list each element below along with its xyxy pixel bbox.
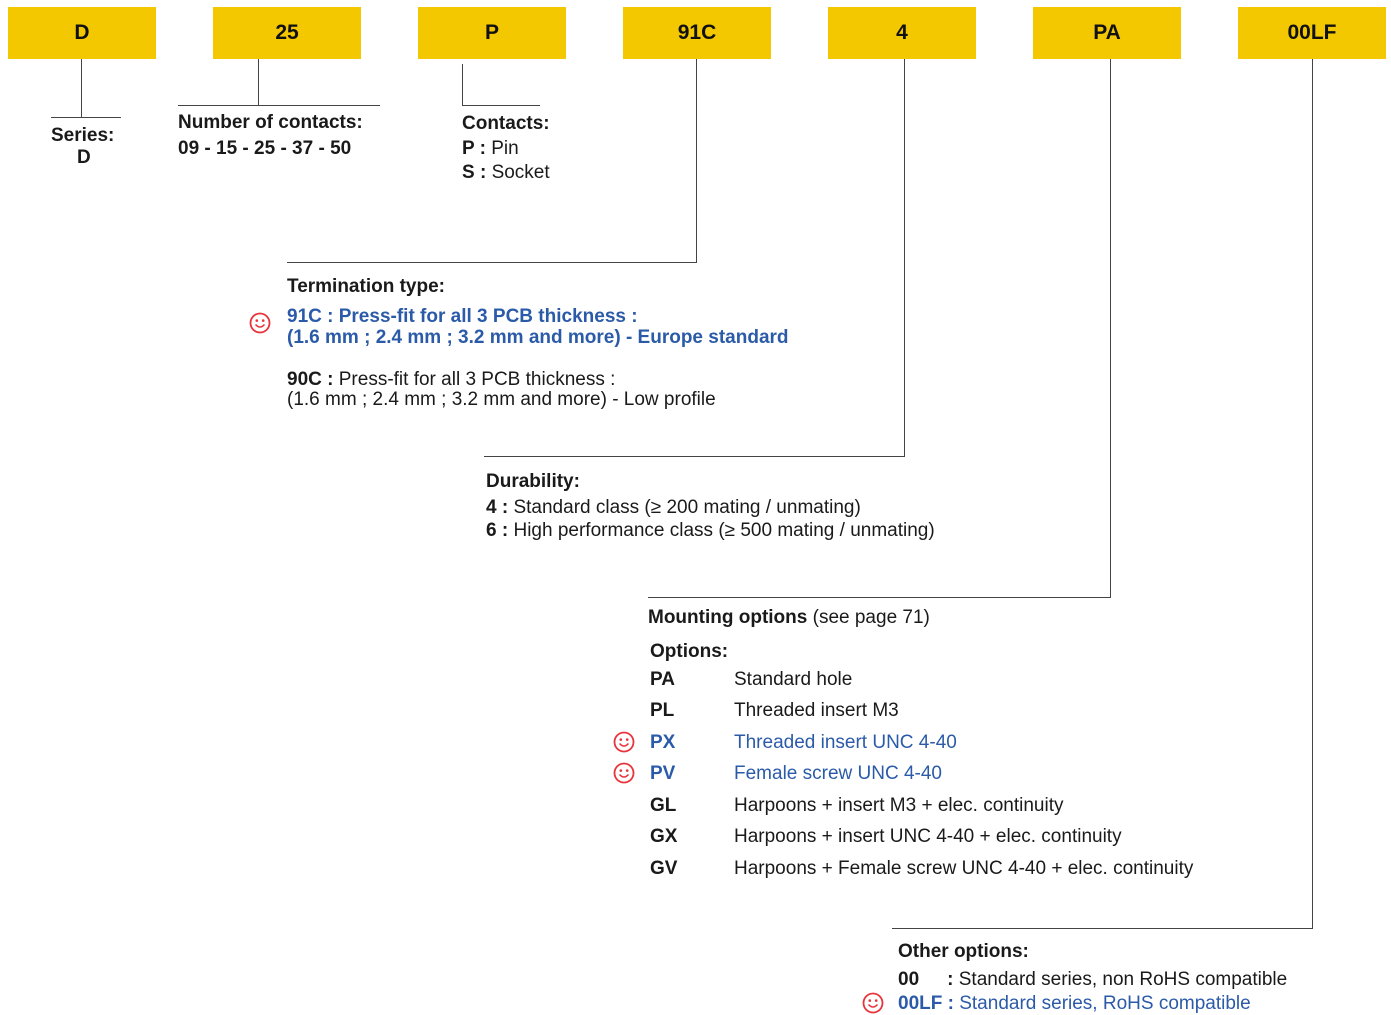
mounting-option-desc: Harpoons + insert M3 + elec. continuity (734, 795, 1064, 816)
mounting-option-desc: Standard hole (734, 669, 853, 690)
connector-durability-h (484, 456, 905, 457)
termination-alt-line2: (1.6 mm ; 2.4 mm ; 3.2 mm and more) - Lo… (287, 389, 716, 410)
smiley-face-icon (613, 731, 635, 753)
mounting-option-code: PX (650, 732, 676, 753)
other-option-item: 00: Standard series, non RoHS compatible (898, 969, 1288, 990)
durability-item: 4 : Standard class (≥ 200 mating / unmat… (486, 497, 861, 518)
connector-contacts-number-v (258, 59, 259, 105)
mounting-option-code: PA (650, 669, 675, 690)
series-title: Series: (51, 125, 115, 146)
connector-series-v (81, 59, 82, 117)
other-options-title: Other options: (898, 941, 1029, 962)
mounting-option-desc: Threaded insert M3 (734, 700, 899, 721)
termination-alt-line1: 90C : Press-fit for all 3 PCB thickness … (287, 369, 616, 390)
termination-title: Termination type: (287, 276, 445, 297)
connector-termination-h (287, 262, 697, 263)
mounting-option-desc: Harpoons + Female screw UNC 4-40 + elec.… (734, 858, 1194, 879)
contacts-number-title: Number of contacts: (178, 112, 363, 133)
connector-other-v (1312, 59, 1313, 928)
mounting-option-code: PV (650, 763, 676, 784)
other-option-item: 00LF : Standard series, RoHS compatible (898, 993, 1251, 1014)
code-box-contacts-number: 25 (213, 7, 361, 59)
contacts-number-value: 09 - 15 - 25 - 37 - 50 (178, 138, 352, 159)
smiley-face-icon (613, 762, 635, 784)
mounting-options-title: Options: (650, 641, 729, 662)
connector-durability-v (904, 59, 905, 456)
mounting-option-code: GL (650, 795, 677, 816)
contacts-item: P : Pin (462, 138, 519, 159)
code-box-contacts: P (418, 7, 566, 59)
code-box-series: D (8, 7, 156, 59)
connector-series-h (51, 117, 121, 118)
contacts-item: S : Socket (462, 162, 550, 183)
series-value: D (77, 147, 91, 168)
connector-termination-v (696, 59, 697, 262)
connector-contacts-h (462, 105, 540, 106)
durability-title: Durability: (486, 471, 580, 492)
connector-mounting-v (1110, 59, 1111, 597)
mounting-title: Mounting options (see page 71) (648, 607, 930, 628)
connector-other-h (892, 928, 1313, 929)
code-box-mounting: PA (1033, 7, 1181, 59)
connector-contacts-number-h (178, 105, 380, 106)
mounting-option-desc: Female screw UNC 4-40 (734, 763, 942, 784)
durability-item: 6 : High performance class (≥ 500 mating… (486, 520, 935, 541)
code-box-durability: 4 (828, 7, 976, 59)
connector-mounting-h (648, 597, 1111, 598)
smiley-face-icon (249, 312, 271, 334)
mounting-option-desc: Harpoons + insert UNC 4-40 + elec. conti… (734, 826, 1122, 847)
contacts-title: Contacts: (462, 113, 550, 134)
termination-preferred-line1: 91C : Press-fit for all 3 PCB thickness … (287, 306, 638, 327)
code-box-other: 00LF (1238, 7, 1386, 59)
mounting-option-desc: Threaded insert UNC 4-40 (734, 732, 957, 753)
smiley-face-icon (862, 992, 884, 1014)
mounting-option-code: GX (650, 826, 678, 847)
mounting-option-code: GV (650, 858, 678, 879)
connector-contacts-v (462, 64, 463, 105)
mounting-option-code: PL (650, 700, 675, 721)
termination-preferred-line2: (1.6 mm ; 2.4 mm ; 3.2 mm and more) - Eu… (287, 327, 789, 348)
code-box-termination: 91C (623, 7, 771, 59)
